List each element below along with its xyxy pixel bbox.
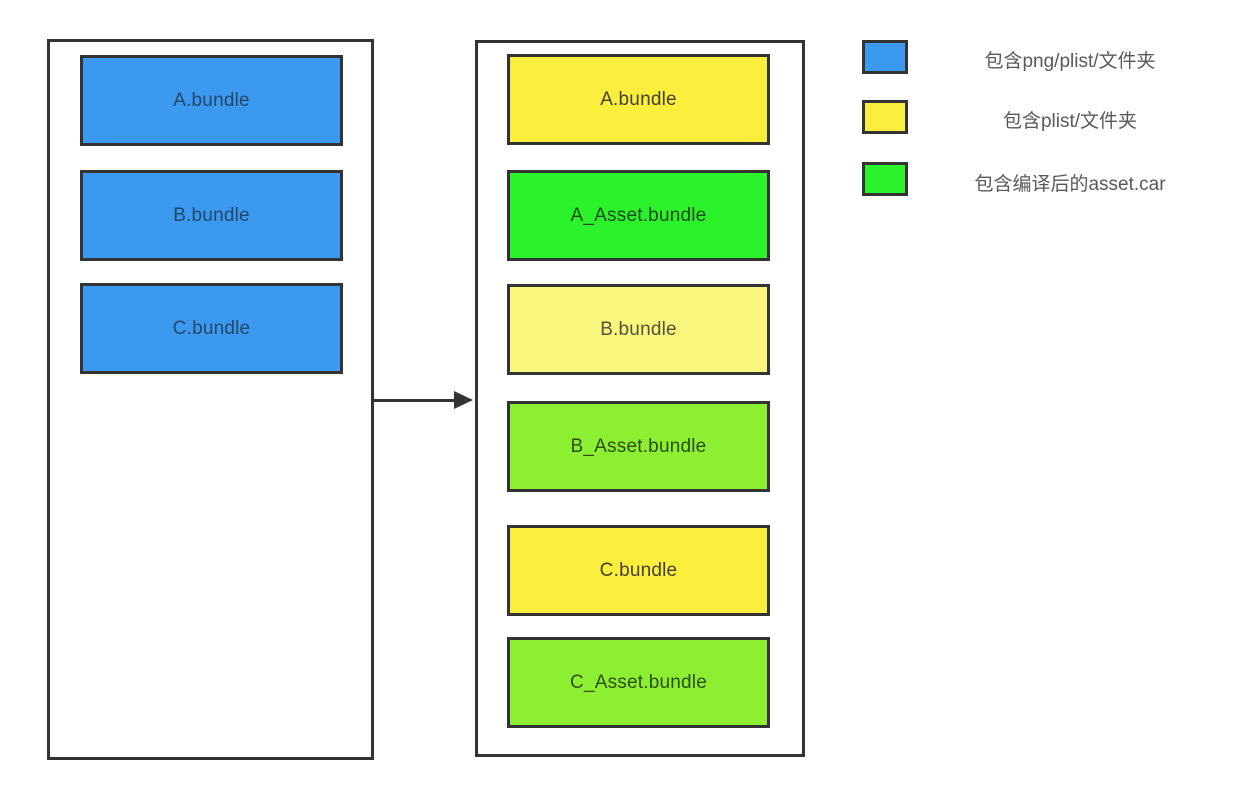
right-box-c-asset-bundle: C_Asset.bundle xyxy=(507,637,770,728)
right-box-a-bundle: A.bundle xyxy=(507,54,770,145)
legend-swatch-green xyxy=(862,162,908,196)
right-box-a-asset-bundle: A_Asset.bundle xyxy=(507,170,770,261)
left-box-c-bundle: C.bundle xyxy=(80,283,343,374)
left-bundle-container xyxy=(47,39,374,760)
legend-label-blue: 包含png/plist/文件夹 xyxy=(984,51,1156,72)
legend-swatch-yellow xyxy=(862,100,908,134)
left-box-a-bundle: A.bundle xyxy=(80,55,343,146)
right-box-b-asset-bundle: B_Asset.bundle xyxy=(507,401,770,492)
legend-label-green: 包含编译后的asset.car xyxy=(974,174,1166,195)
left-box-b-bundle: B.bundle xyxy=(80,170,343,261)
flow-arrow-line xyxy=(374,399,457,402)
right-box-b-bundle: B.bundle xyxy=(507,284,770,375)
legend-label-yellow: 包含plist/文件夹 xyxy=(1002,111,1138,132)
legend-swatch-blue xyxy=(862,40,908,74)
right-box-c-bundle: C.bundle xyxy=(507,525,770,616)
flow-arrow-head-icon xyxy=(454,391,473,409)
